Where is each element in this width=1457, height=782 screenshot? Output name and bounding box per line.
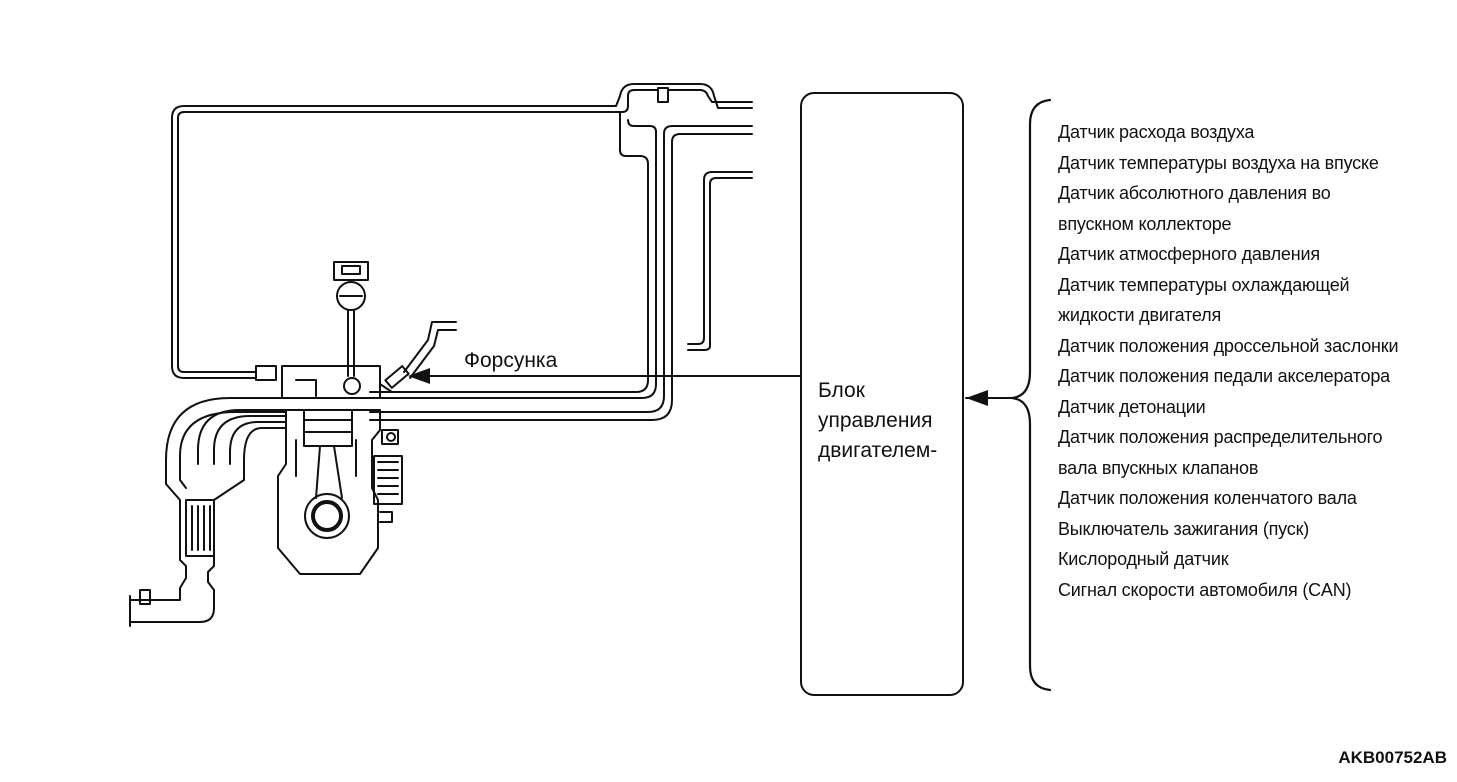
exhaust-manifold <box>129 397 287 627</box>
sensor-item: Датчик детонации <box>1058 396 1206 417</box>
sensor-item: Выключатель зажигания (пуск) <box>1058 518 1310 539</box>
sensor-item: Датчик температуры охлаждающей <box>1058 274 1350 295</box>
sensor-item: вала впускных клапанов <box>1058 457 1259 478</box>
sensor-item: Датчик температуры воздуха на впуске <box>1058 152 1379 173</box>
intake-manifold <box>255 365 381 399</box>
engine-block <box>277 409 381 575</box>
ecu-label: Блок управления двигателем- <box>818 379 938 462</box>
injector-label: Форсунка <box>464 349 558 372</box>
sensor-item: жидкости двигателя <box>1058 305 1221 325</box>
sensor-list: Датчик расхода воздуха Датчик температур… <box>1058 117 1399 605</box>
injector-fuel-line <box>379 321 457 393</box>
sensor-item: Датчик атмосферного давления <box>1058 244 1320 264</box>
sensor-item: Кислородный датчик <box>1058 549 1229 569</box>
sensor-item: Сигнал скорости автомобиля (CAN) <box>1058 579 1352 600</box>
cam-sensor-area <box>373 429 403 523</box>
injector-arrowhead <box>408 368 430 384</box>
sensor-item: Датчик абсолютного давления во <box>1058 183 1331 203</box>
engine-control-unit-box: Блок управления двигателем- <box>800 92 964 696</box>
sensor-item: Датчик расхода воздуха <box>1058 122 1255 142</box>
sensor-item: впускном коллекторе <box>1058 213 1232 234</box>
return-pipes <box>369 111 753 421</box>
sensor-item: Датчик положения педали акселератора <box>1058 366 1390 386</box>
upper-pipe-loop <box>171 83 753 379</box>
reference-code: AKB00752AB <box>1338 748 1447 767</box>
throttle-body <box>333 261 369 377</box>
ecu-input-arrowhead <box>966 390 988 406</box>
sensor-item: Датчик положения дроссельной заслонки <box>1058 335 1399 356</box>
sensor-item: Датчик положения коленчатого вала <box>1058 488 1357 508</box>
sensor-item: Датчик положения распределительного <box>1058 427 1383 447</box>
